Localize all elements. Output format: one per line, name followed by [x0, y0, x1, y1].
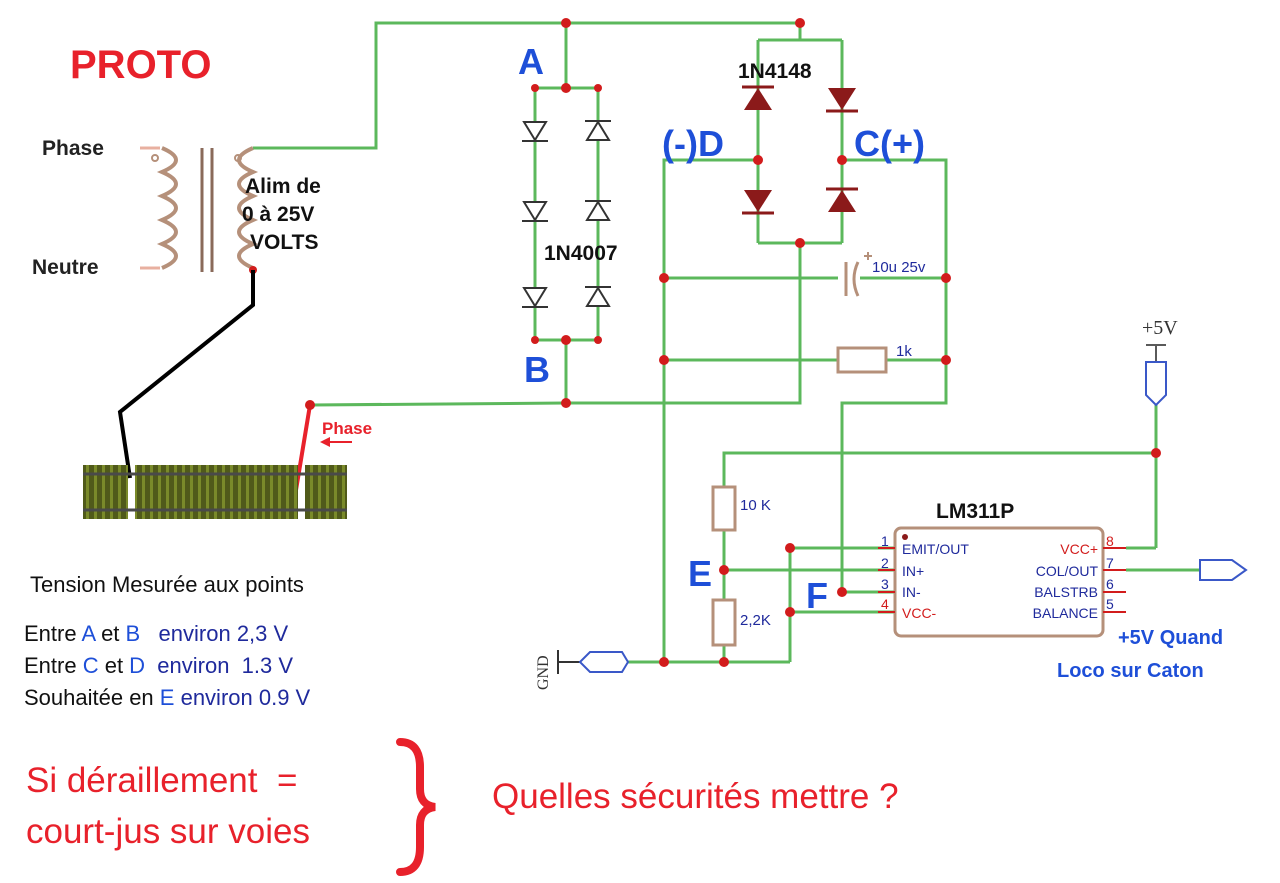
ic-pin-label: BALANCE — [1033, 605, 1098, 621]
point-b-label: B — [524, 349, 550, 390]
ic-pin-label: BALSTRB — [1034, 584, 1098, 600]
page-title: PROTO — [70, 43, 212, 87]
point-e-label: E — [688, 553, 712, 594]
transformer — [140, 146, 259, 274]
ic-pin-num: 7 — [1106, 555, 1114, 571]
measure-prefix: Entre — [24, 653, 83, 678]
ic-pin-num: 4 — [881, 596, 889, 612]
measure-row-ab: Entre A et B environ 2,3 V — [24, 621, 289, 646]
ic-pin-num: 3 — [881, 576, 889, 592]
output-port — [1199, 559, 1248, 581]
phase-label: Phase — [42, 137, 104, 160]
ic-pin-num: 1 — [881, 533, 889, 549]
phase-arrowhead — [320, 437, 330, 447]
ic-pin-num: 5 — [1106, 596, 1114, 612]
measure-point: A — [81, 621, 96, 646]
ic-pin-label: EMIT/OUT — [902, 541, 969, 557]
point-a-label: A — [518, 41, 544, 82]
ic-pin-num: 2 — [881, 555, 889, 571]
measure-mid: et — [95, 621, 126, 646]
rail-track — [83, 465, 347, 519]
point-f-label: F — [806, 575, 828, 616]
ic-name: LM311P — [936, 500, 1014, 523]
ic-pin-num: 8 — [1106, 533, 1114, 549]
measure-point: D — [129, 653, 145, 678]
diode-1n4148-label: 1N4148 — [738, 60, 812, 83]
vcc-5v-label: +5V — [1142, 317, 1178, 339]
neutre-label: Neutre — [32, 256, 99, 279]
ic-right-pins: 8 7 6 5 VCC+ COL/OUT BALSTRB BALANCE — [1033, 533, 1114, 621]
gnd-symbol — [557, 650, 630, 674]
ic-pin-label: VCC- — [902, 605, 937, 621]
measure-mid: et — [99, 653, 130, 678]
resistor-1k-label: 1k — [896, 343, 912, 360]
question-line-1: Si déraillement = — [26, 761, 297, 800]
resistor-2k2 — [711, 598, 737, 647]
ic-pin-num: 6 — [1106, 576, 1114, 592]
measure-row-e: Souhaitée en E environ 0.9 V — [24, 685, 311, 710]
supply-label-1: Alim de — [245, 175, 321, 198]
measure-prefix: Souhaitée en — [24, 685, 160, 710]
capacitor — [844, 252, 872, 297]
output-note-1: +5V Quand — [1118, 627, 1223, 649]
bridge-1n4007 — [522, 120, 611, 308]
supply-label-2: 0 à 25V — [242, 203, 314, 226]
ic-pin-label: VCC+ — [1060, 541, 1098, 557]
supply-label-3: VOLTS — [250, 231, 318, 254]
resistor-1k — [836, 346, 888, 374]
vcc-5v-port — [1145, 361, 1167, 407]
question-right: Quelles sécurités mettre ? — [492, 777, 899, 816]
measure-value: environ 0.9 V — [174, 685, 310, 710]
point-d-label: (-)D — [662, 123, 724, 164]
vcc-5v-symbol — [1146, 344, 1166, 362]
measure-value: environ 1.3 V — [145, 653, 293, 678]
question-line-2: court-jus sur voies — [26, 812, 310, 851]
output-note-2: Loco sur Caton — [1057, 660, 1204, 682]
neutral-lead — [117, 270, 255, 479]
point-c-label: C(+) — [854, 123, 925, 164]
measure-prefix: Entre — [24, 621, 81, 646]
resistor-10k — [711, 485, 737, 532]
gnd-label: GND — [535, 655, 552, 690]
resistor-2k2-label: 2,2K — [740, 612, 771, 629]
bridge-1n4148 — [742, 85, 858, 215]
capacitor-label: 10u 25v — [872, 259, 926, 276]
measure-heading: Tension Mesurée aux points — [30, 572, 304, 597]
ic-pin-label: IN+ — [902, 563, 924, 579]
track-phase-label: Phase — [322, 419, 372, 438]
measure-point: E — [160, 685, 175, 710]
measure-value: environ 2,3 V — [140, 621, 288, 646]
diode-1n4007-label: 1N4007 — [544, 242, 618, 265]
measure-point: C — [83, 653, 99, 678]
phase-lead — [294, 404, 312, 491]
measure-row-cd: Entre C et D environ 1.3 V — [24, 653, 293, 678]
ic-pin-label: IN- — [902, 584, 921, 600]
ic-left-pins: 1 2 3 4 EMIT/OUT IN+ IN- VCC- — [881, 533, 969, 621]
ic-pin-label: COL/OUT — [1036, 563, 1099, 579]
junction-nodes — [305, 18, 1161, 667]
curly-brace — [396, 738, 436, 876]
measure-point: B — [126, 621, 141, 646]
resistor-10k-label: 10 K — [740, 497, 771, 514]
lm311-chip — [878, 526, 1126, 638]
